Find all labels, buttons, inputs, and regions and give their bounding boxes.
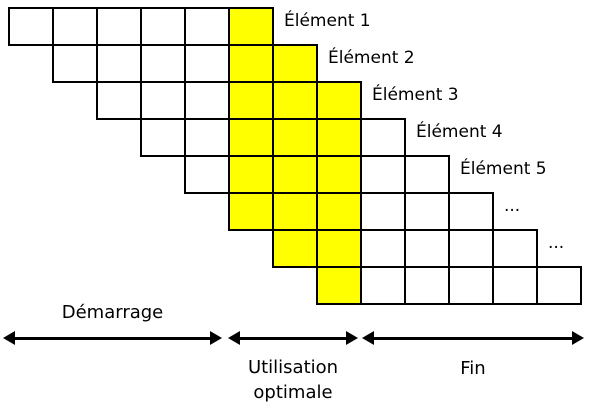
phase-label-text: Démarrage: [61, 302, 164, 323]
element-label: Élément 3: [372, 85, 459, 105]
arrow-right-head-icon: [210, 331, 222, 345]
arrow-line: [238, 336, 348, 340]
grid-cell: [52, 44, 98, 83]
grid-cell-highlighted: [228, 44, 274, 83]
grid-cell: [140, 118, 186, 157]
phase-arrow-utilisation-optimale: [228, 331, 358, 345]
grid-cell: [360, 118, 406, 157]
pipeline-row: [272, 229, 538, 268]
grid-cell-highlighted: [272, 44, 318, 83]
arrow-line: [372, 336, 574, 340]
grid-cell-highlighted: [316, 192, 362, 231]
phase-arrow-demarrage: [3, 331, 222, 345]
grid-cell: [360, 266, 406, 305]
grid-cell: [8, 7, 54, 46]
grid-cell-highlighted: [316, 155, 362, 194]
grid-cell-highlighted: [272, 81, 318, 120]
grid-cell-highlighted: [316, 229, 362, 268]
phase-label-fin: Fin: [362, 356, 584, 381]
grid-cell: [404, 155, 450, 194]
phase-label-demarrage: Démarrage: [3, 300, 222, 325]
grid-cell: [404, 229, 450, 268]
phase-label-text: Fin: [460, 358, 486, 379]
element-label: Élément 1: [284, 11, 371, 31]
grid-cell: [404, 192, 450, 231]
pipeline-row: [8, 7, 274, 46]
grid-cell: [140, 81, 186, 120]
grid-cell: [96, 81, 142, 120]
arrow-left-head-icon: [228, 331, 240, 345]
grid-cell-highlighted: [228, 81, 274, 120]
arrow-left-head-icon: [3, 331, 15, 345]
grid-cell-highlighted: [228, 7, 274, 46]
pipeline-row: [140, 118, 406, 157]
pipeline-row: [316, 266, 582, 305]
grid-cell-highlighted: [272, 192, 318, 231]
grid-cell: [536, 266, 582, 305]
arrow-line: [13, 336, 212, 340]
pipeline-row: [96, 81, 362, 120]
grid-cell: [404, 266, 450, 305]
pipeline-row: [184, 155, 450, 194]
grid-cell-highlighted: [316, 118, 362, 157]
grid-cell-highlighted: [316, 266, 362, 305]
grid-cell-highlighted: [272, 155, 318, 194]
grid-cell: [492, 266, 538, 305]
grid-cell: [184, 44, 230, 83]
grid-cell: [140, 7, 186, 46]
grid-cell-highlighted: [228, 118, 274, 157]
phase-label-utilisation-optimale: Utilisation optimale: [228, 355, 358, 405]
phase-label-text-line1: Utilisation: [247, 357, 339, 378]
grid-cell: [184, 155, 230, 194]
grid-cell-highlighted: [228, 192, 274, 231]
grid-cell: [360, 155, 406, 194]
phase-arrow-fin: [362, 331, 584, 345]
grid-cell: [448, 229, 494, 268]
arrow-right-head-icon: [572, 331, 584, 345]
grid-cell: [448, 192, 494, 231]
pipeline-row: [52, 44, 318, 83]
grid-cell: [184, 118, 230, 157]
grid-cell: [184, 81, 230, 120]
element-label: Élément 5: [460, 159, 547, 179]
arrow-left-head-icon: [362, 331, 374, 345]
element-label: Élément 2: [328, 48, 415, 68]
grid-cell-highlighted: [272, 229, 318, 268]
grid-cell: [96, 44, 142, 83]
grid-cell: [492, 229, 538, 268]
grid-cell-highlighted: [316, 81, 362, 120]
grid-cell: [52, 7, 98, 46]
arrow-right-head-icon: [346, 331, 358, 345]
grid-cell-highlighted: [272, 118, 318, 157]
element-label: Élément 4: [416, 122, 503, 142]
row-ellipsis-label: ...: [548, 233, 565, 253]
grid-cell: [360, 192, 406, 231]
grid-cell-highlighted: [228, 155, 274, 194]
grid-cell: [448, 266, 494, 305]
grid-cell: [96, 7, 142, 46]
pipeline-row: [228, 192, 494, 231]
grid-cell: [360, 229, 406, 268]
phase-label-text-line2: optimale: [253, 382, 333, 403]
row-ellipsis-label: ...: [504, 196, 521, 216]
grid-cell: [140, 44, 186, 83]
grid-cell: [184, 7, 230, 46]
